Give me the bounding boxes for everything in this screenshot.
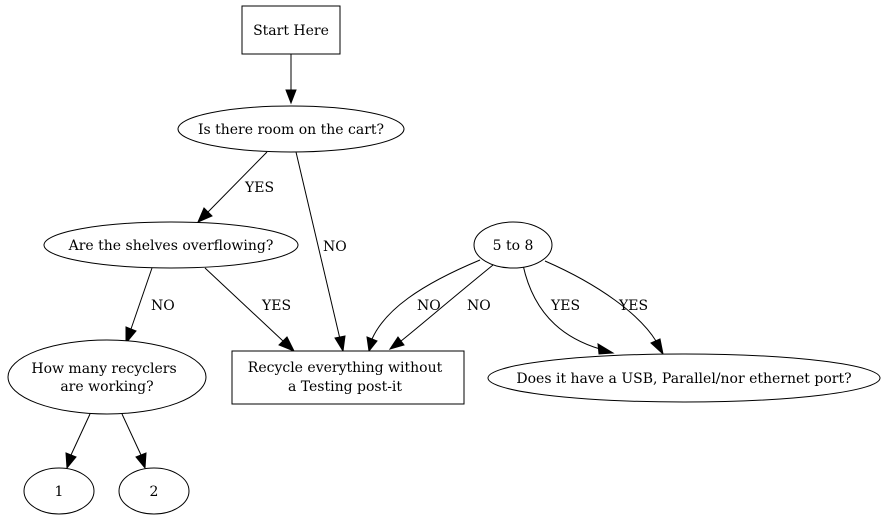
- edge-label-room-shelves: YES: [244, 180, 274, 196]
- node-start-label: Start Here: [253, 23, 329, 39]
- node-shelves: Are the shelves overflowing?: [43, 221, 299, 269]
- edge-room-to-recycle: [295, 151, 346, 353]
- edge-five-to-port-a: [522, 264, 615, 355]
- node-one-label: 1: [55, 484, 64, 500]
- node-shelves-label: Are the shelves overflowing?: [68, 238, 274, 254]
- edge-five-to-recycle-a: [366, 259, 481, 353]
- node-recycle-label-1: Recycle everything without: [248, 360, 443, 376]
- node-recyclers: How many recyclers are working?: [7, 339, 207, 415]
- node-one: 1: [23, 467, 95, 515]
- node-recyclers-label-2: are working?: [60, 379, 153, 395]
- edge-recyclers-to-one: [65, 413, 91, 470]
- node-recycle: Recycle everything without a Testing pos…: [231, 350, 465, 405]
- node-start: Start Here: [241, 5, 341, 55]
- edge-shelves-to-recycle: [204, 267, 296, 352]
- edge-label-shelves-recycle: YES: [261, 298, 291, 314]
- edge-label-room-recycle: NO: [323, 239, 347, 255]
- node-port: Does it have a USB, Parallel/nor etherne…: [487, 353, 881, 403]
- node-room: Is there room on the cart?: [177, 105, 405, 153]
- node-room-label: Is there room on the cart?: [198, 122, 384, 138]
- node-recycle-label-2: a Testing post-it: [288, 379, 402, 395]
- edge-label-five-recycle-b: NO: [467, 298, 491, 314]
- edge-label-shelves-recyclers: NO: [151, 298, 175, 314]
- edge-recyclers-to-two: [121, 413, 147, 470]
- edge-label-five-port-a: YES: [550, 298, 580, 314]
- node-five-to-eight-label: 5 to 8: [493, 238, 534, 254]
- edge-start-to-room: [285, 54, 297, 105]
- edge-label-five-port-b: YES: [618, 298, 648, 314]
- node-two: 2: [118, 467, 190, 515]
- edge-five-to-port-b: [544, 260, 664, 356]
- node-recyclers-label-1: How many recyclers: [31, 361, 176, 377]
- edge-shelves-to-recyclers: [125, 267, 153, 345]
- edge-room-to-shelves: [197, 151, 268, 223]
- node-port-label: Does it have a USB, Parallel/nor etherne…: [516, 371, 851, 387]
- node-five-to-eight: 5 to 8: [473, 221, 553, 269]
- edge-five-to-recycle-b: [388, 264, 494, 350]
- edge-label-five-recycle-a: NO: [417, 298, 441, 314]
- node-two-label: 2: [150, 484, 159, 500]
